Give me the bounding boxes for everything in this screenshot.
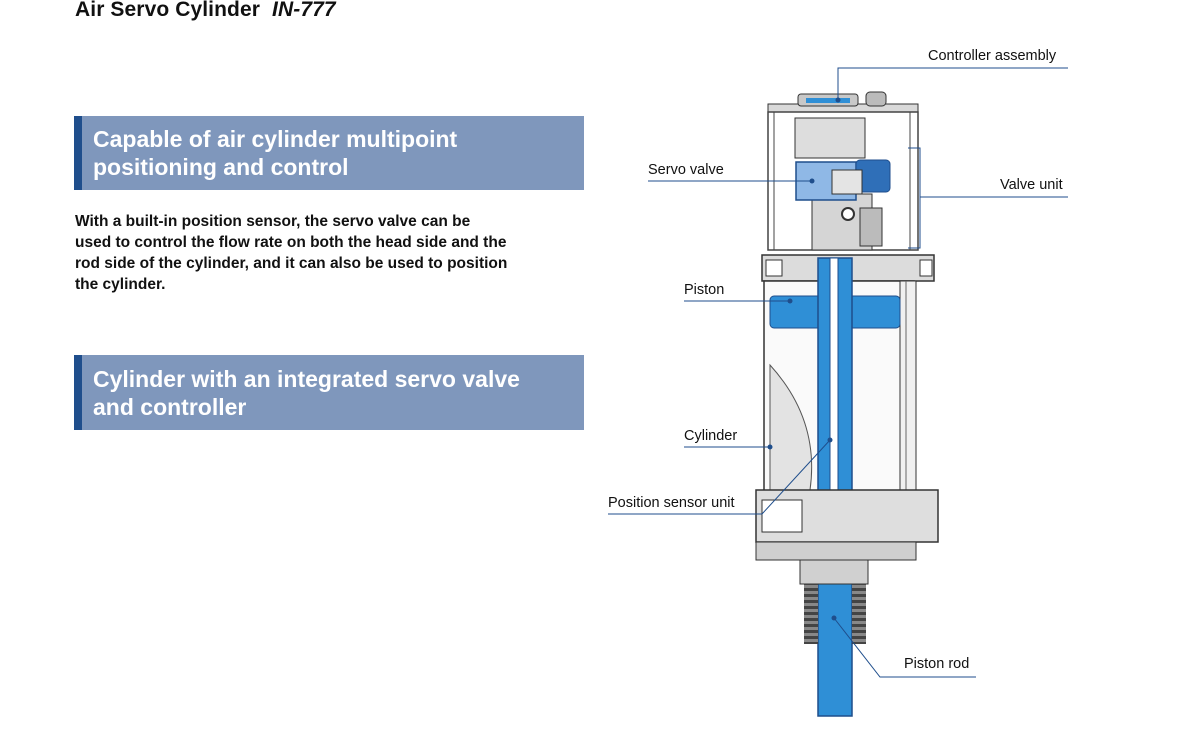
cylinder-cutaway-diagram <box>608 67 1068 717</box>
label-piston-rod: Piston rod <box>904 656 970 672</box>
description-line: the cylinder. <box>75 276 166 293</box>
heading-line: and controller <box>93 394 247 420</box>
label-piston: Piston <box>684 282 725 298</box>
controller-assembly-shape <box>767 91 919 113</box>
piston-rod-shape <box>817 257 853 717</box>
heading-line: Capable of air cylinder multipoint <box>93 126 458 152</box>
valve-unit-frame <box>767 111 919 251</box>
page-title: Air Servo Cylinder IN-777 <box>75 0 336 22</box>
heading-line: Cylinder with an integrated servo valve <box>93 366 520 392</box>
label-controller-assembly: Controller assembly <box>928 48 1057 64</box>
description-line: rod side of the cylinder, and it can als… <box>75 255 508 272</box>
label-position-sensor-unit: Position sensor unit <box>608 495 735 511</box>
leader-dots <box>767 97 841 621</box>
description-line: With a built-in position sensor, the ser… <box>75 213 471 230</box>
description-line: used to control the flow rate on both th… <box>75 234 507 251</box>
label-valve-unit: Valve unit <box>1000 177 1063 193</box>
label-servo-valve: Servo valve <box>648 162 724 178</box>
section-heading-multipoint: Capable of air cylinder multipoint posit… <box>74 116 584 190</box>
title-text: Air Servo Cylinder <box>75 0 261 21</box>
label-cylinder: Cylinder <box>684 428 738 444</box>
section-heading-integrated: Cylinder with an integrated servo valve … <box>74 355 584 430</box>
section-description: With a built-in position sensor, the ser… <box>75 211 595 295</box>
heading-line: positioning and control <box>93 154 349 180</box>
rod-thread-shape <box>804 584 866 644</box>
model-number: IN-777 <box>272 0 336 21</box>
leader-lines <box>608 67 1068 678</box>
rod-cover-shape <box>755 489 939 585</box>
